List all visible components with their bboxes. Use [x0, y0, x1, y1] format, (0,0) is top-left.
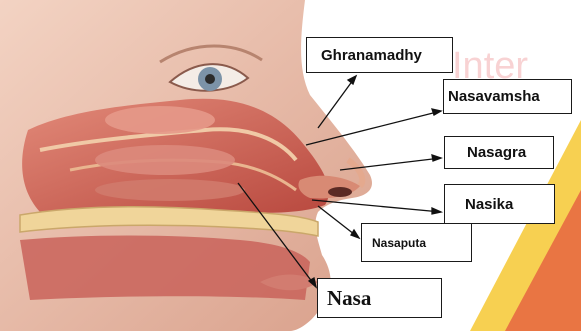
label-nasa-text: Nasa	[327, 286, 371, 311]
label-nasagra-text: Nasagra	[467, 144, 526, 161]
label-nasaputa: Nasaputa	[361, 223, 472, 262]
label-ghranamadhy-text: Ghranamadhy	[321, 47, 422, 64]
oral-cavity	[20, 236, 310, 301]
label-nasavamsha-text: Nasavamsha	[448, 88, 540, 105]
label-nasavamsha: Nasavamsha	[443, 79, 572, 114]
label-nasagra: Nasagra	[444, 136, 554, 169]
label-nasa: Nasa	[317, 278, 442, 318]
label-nasika-text: Nasika	[465, 196, 513, 213]
label-nasika: Nasika	[444, 184, 555, 224]
label-ghranamadhy: Ghranamadhy	[306, 37, 453, 73]
label-nasaputa-text: Nasaputa	[372, 236, 426, 250]
